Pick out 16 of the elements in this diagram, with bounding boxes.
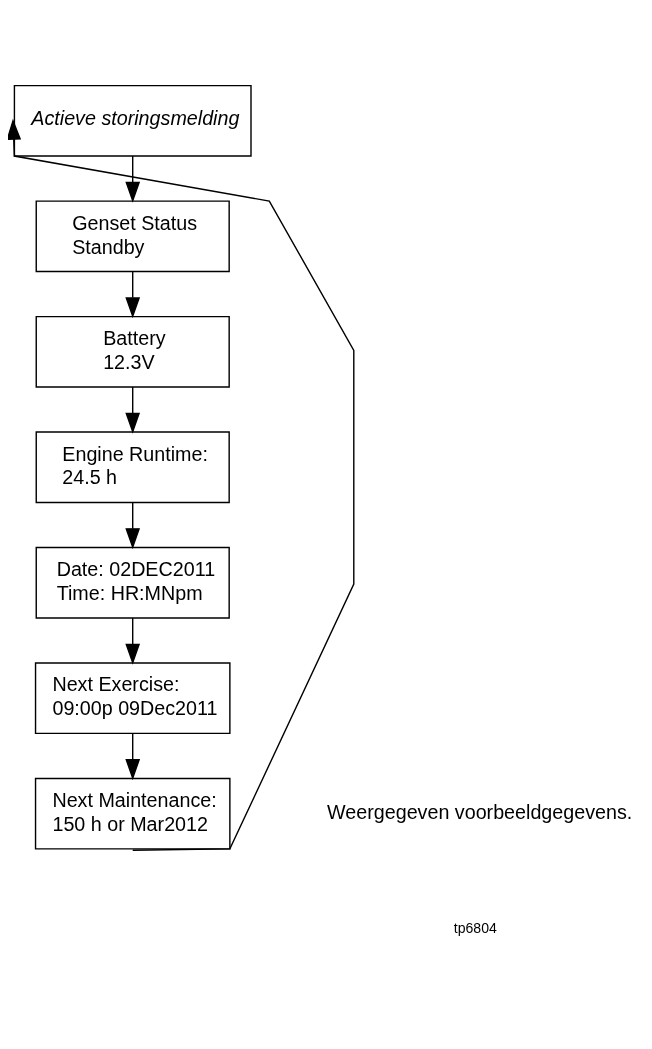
node-box: Next Exercise: 09:00p 09Dec2011: [34, 661, 231, 734]
arrow: [125, 154, 141, 203]
node-box: Date: 02DEC2011 Time: HR:MNpm: [35, 546, 230, 619]
label: Weergegeven voorbeeldgegevens.: [327, 800, 633, 823]
node-box: Actieve storingsmelding: [13, 84, 252, 157]
arrow: [125, 270, 141, 318]
arrow: [125, 385, 141, 434]
arrow: [8, 118, 355, 851]
arrow: [125, 501, 141, 549]
node-box: Genset Status Standby: [35, 199, 230, 272]
arrow: [125, 732, 141, 780]
node-box: Engine Runtime: 24.5 h: [35, 430, 230, 503]
arrow: [125, 616, 141, 665]
label: tp6804: [453, 919, 497, 936]
node-box: Next Maintenance: 150 h or Mar2012: [34, 777, 231, 850]
node-box: Battery 12.3V: [35, 315, 230, 388]
